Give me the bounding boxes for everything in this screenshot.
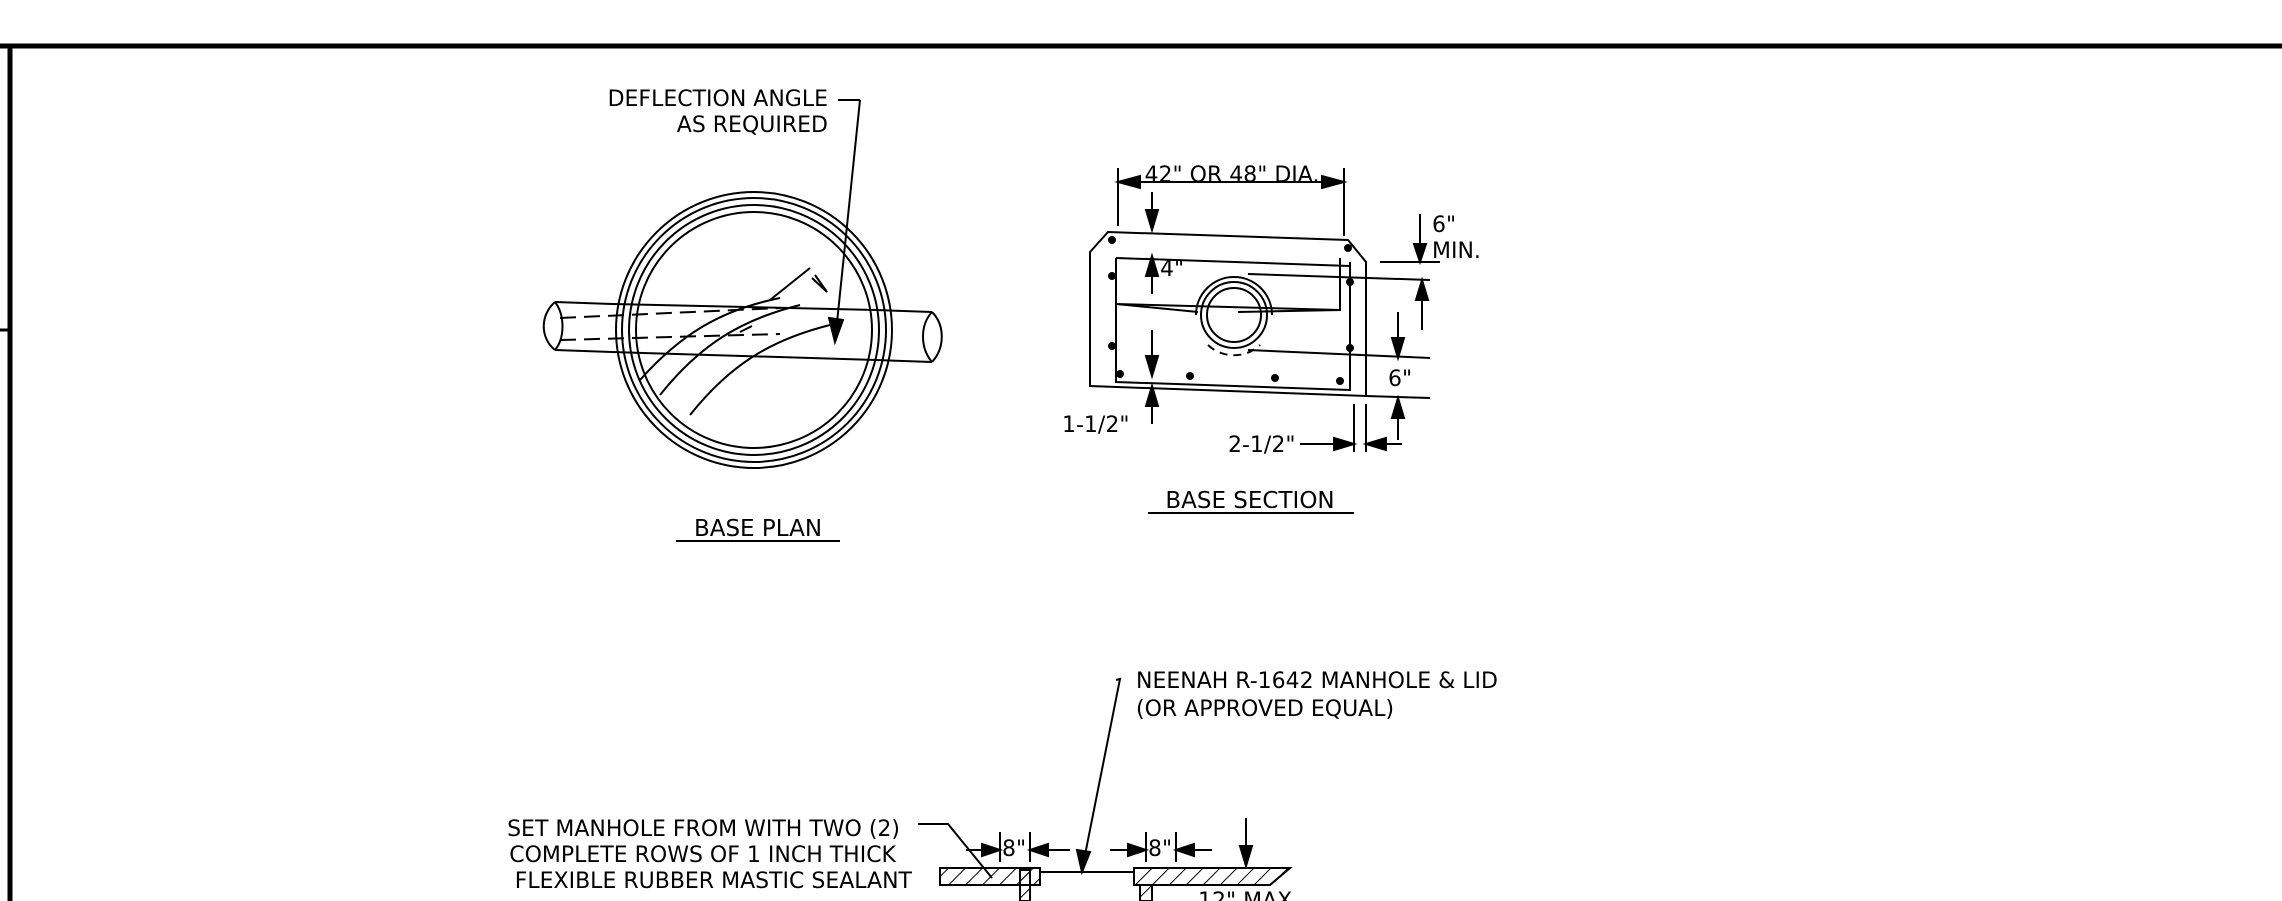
dim-bottom: 6" — [1388, 367, 1412, 392]
base-plan-title: BASE PLAN — [694, 516, 822, 542]
deflection-note-line-1: DEFLECTION ANGLE — [608, 87, 828, 112]
lid-note-line-2: (OR APPROVED EQUAL) — [1136, 697, 1394, 722]
dim-top: 6" — [1432, 213, 1456, 238]
dim-diameter: 42" OR 48" DIA. — [1145, 163, 1320, 188]
dim-right-8: 8" — [1148, 837, 1172, 862]
dim-left-8: 8" — [1002, 837, 1026, 862]
sealant-note-line-1: SET MANHOLE FROM WITH TWO (2) — [507, 817, 900, 842]
sheet-border — [0, 43, 2282, 901]
base-section — [1089, 168, 1440, 452]
manhole-detail — [918, 677, 1293, 901]
dim-cover-bottom: 2-1/2" — [1228, 433, 1295, 458]
dim-inner: 4" — [1160, 257, 1184, 282]
dim-top-min: MIN. — [1432, 239, 1481, 264]
dim-cover-left: 1-1/2" — [1062, 413, 1129, 438]
dim-max: 12" MAX. — [1198, 889, 1299, 901]
sealant-note-line-2: COMPLETE ROWS OF 1 INCH THICK — [509, 843, 896, 868]
sealant-note-line-3: FLEXIBLE RUBBER MASTIC SEALANT — [515, 869, 913, 894]
deflection-note-line-2: AS REQUIRED — [677, 113, 828, 138]
lid-note-line-1: NEENAH R-1642 MANHOLE & LID — [1136, 669, 1498, 694]
base-plan — [542, 99, 943, 469]
base-section-title: BASE SECTION — [1165, 488, 1334, 514]
